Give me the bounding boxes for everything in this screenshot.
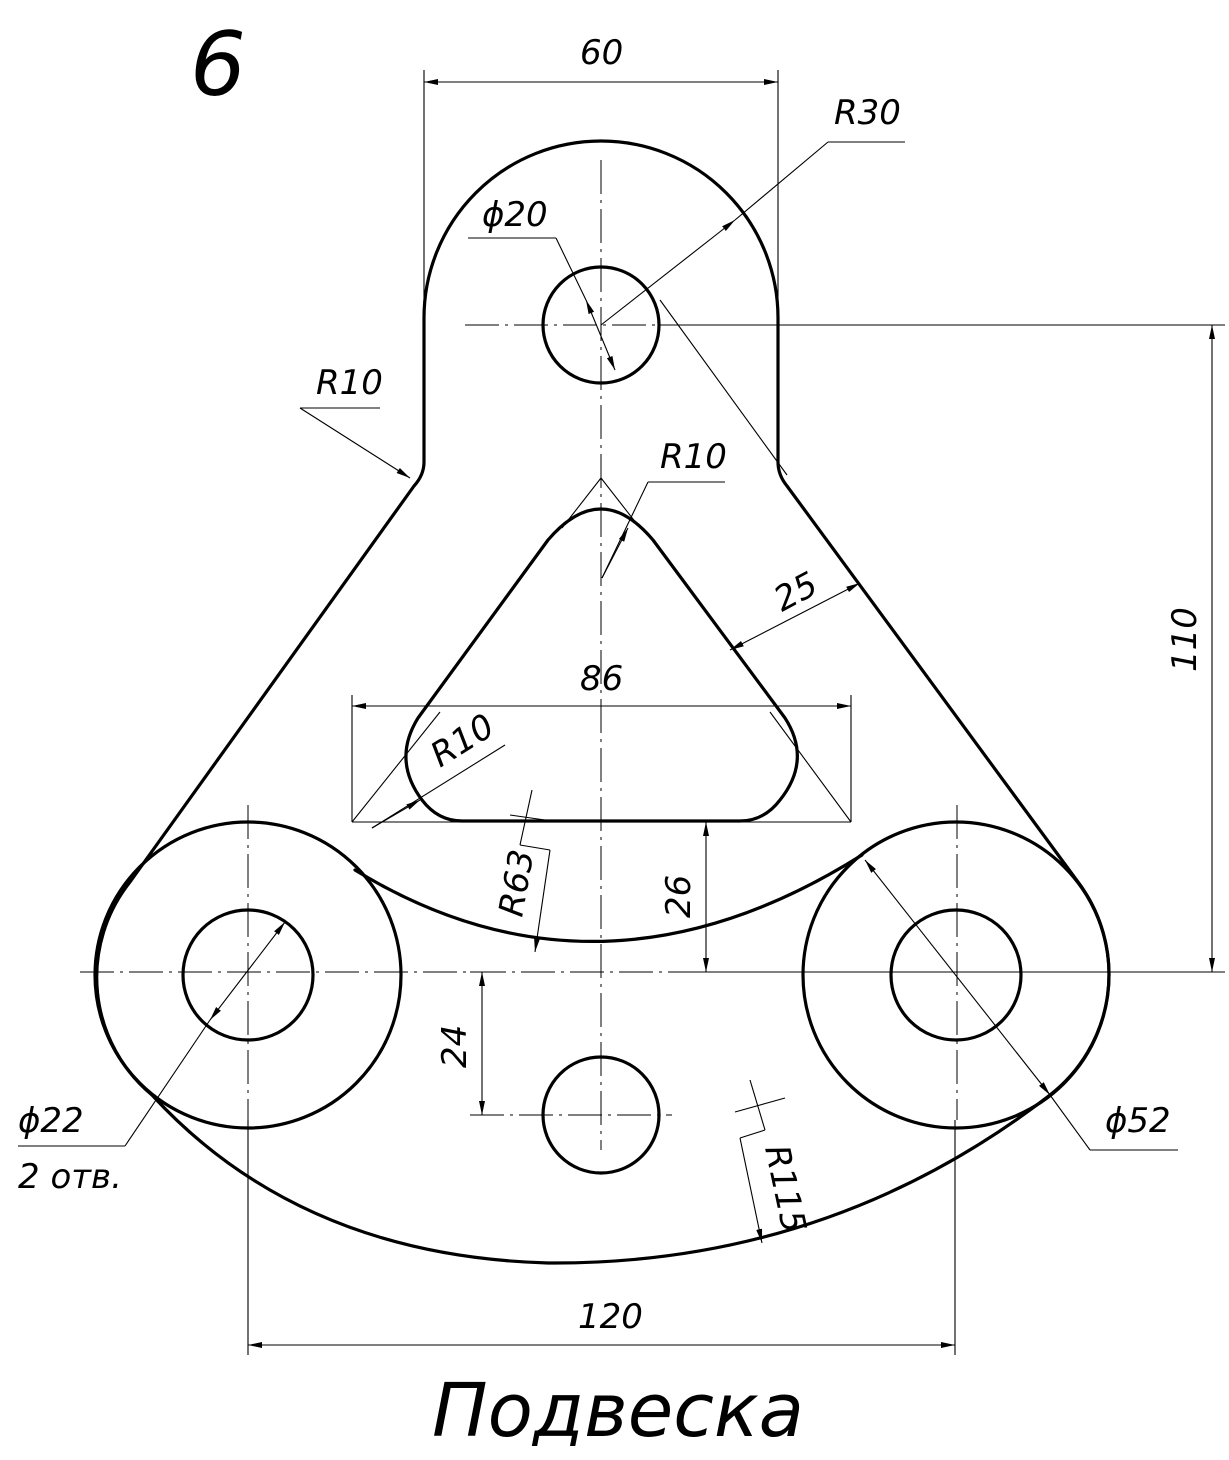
dim-triangle-width: 86 xyxy=(580,659,623,699)
dim-boss-diameter: ϕ52 xyxy=(1105,1101,1171,1141)
sheet-number: 6 xyxy=(190,13,246,116)
dim-hole-side: ϕ22 xyxy=(18,1101,84,1141)
dim-radius-top: R30 xyxy=(834,93,901,133)
dimension-lines xyxy=(18,70,1225,1355)
part-outline xyxy=(93,139,1111,1265)
hole-bottom xyxy=(541,1055,661,1175)
outer-contour xyxy=(95,139,1111,1265)
dim-hole-side-count: 2 отв. xyxy=(18,1157,122,1197)
triangle-window xyxy=(404,507,799,823)
inner-arc-r63 xyxy=(353,853,864,943)
drawing-title: Подвеска xyxy=(432,1368,804,1454)
dim-fillet-triangle-top: R10 xyxy=(660,437,727,477)
dimension-labels: 60 R30 ϕ20 R10 R10 25 86 R10 R63 26 110 … xyxy=(18,33,1205,1337)
right-boss xyxy=(801,820,1111,1130)
hole-top xyxy=(541,265,661,385)
dim-radius-inner-arc: R63 xyxy=(491,847,542,920)
dim-width-top: 60 xyxy=(580,33,623,73)
center-lines xyxy=(80,160,1130,1150)
dim-fillet-triangle-left: R10 xyxy=(424,706,502,775)
dim-wall-thickness: 25 xyxy=(767,564,824,620)
dim-lower-hole-offset: 24 xyxy=(435,1025,475,1068)
dim-fillet-left: R10 xyxy=(316,363,383,403)
dim-hole-top: ϕ20 xyxy=(482,195,548,235)
hole-left xyxy=(181,908,315,1042)
dim-radius-bottom: R115 xyxy=(756,1142,814,1237)
dim-center-distance: 120 xyxy=(578,1297,643,1337)
dim-gap-to-center: 26 xyxy=(659,875,699,918)
dim-vertical-height: 110 xyxy=(1165,607,1205,672)
